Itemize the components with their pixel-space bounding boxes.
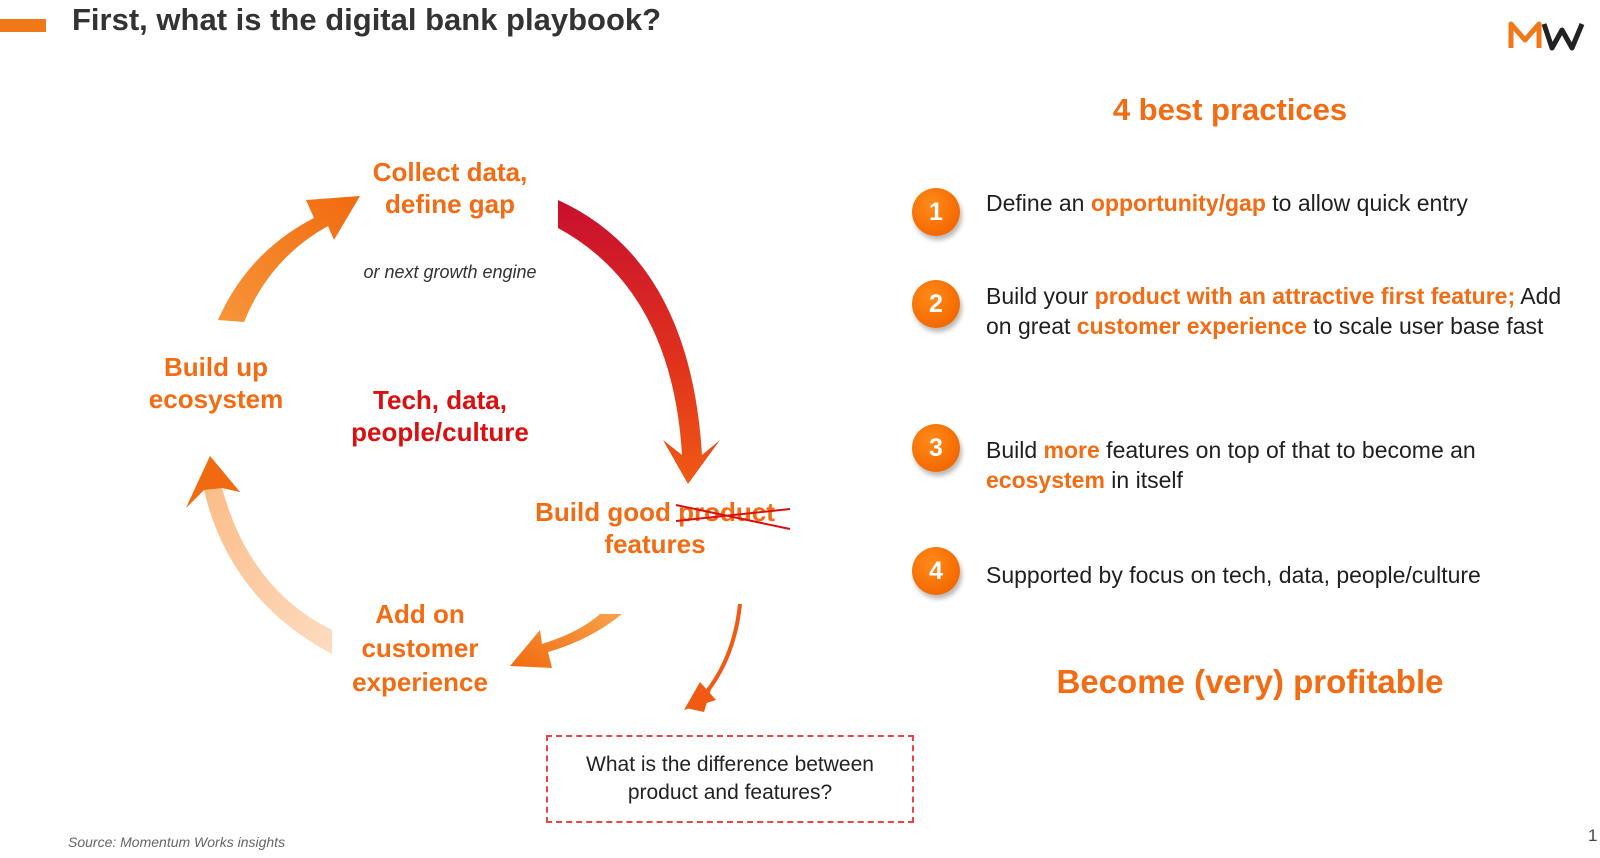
step-collect-subtitle: or next growth engine <box>363 262 537 282</box>
center-line1: Tech, data, <box>373 385 507 415</box>
practice-2-part2: Add on great <box>986 283 1562 340</box>
arrow-ecosystem-to-collect <box>218 196 360 322</box>
practice-text-3: Build more features on top of that to be… <box>986 435 1566 496</box>
practice-number-badge: 2 <box>912 280 960 328</box>
customer-line2: customer <box>361 632 479 663</box>
strikethrough-mark <box>675 504 791 530</box>
cycle-center-label: Tech, data, people/culture <box>320 385 560 448</box>
ecosystem-line2: ecosystem <box>148 383 284 414</box>
practice-2-highlight2: customer experience <box>1076 313 1307 340</box>
struck-word: product <box>675 497 791 530</box>
features-prefix: Build good <box>535 497 679 527</box>
practice-3-highlight1: more <box>1043 437 1100 463</box>
step-collect-line2: define gap <box>384 188 515 219</box>
practice-1-highlight: opportunity/gap <box>1090 190 1266 216</box>
center-line2: people/culture <box>351 416 529 447</box>
momentum-works-logo <box>1508 21 1585 51</box>
practice-2-highlight1: product with an attractive first feature… <box>1094 283 1516 309</box>
arrow-features-to-question <box>698 603 742 702</box>
question-line1: What is the difference between <box>586 752 874 776</box>
step-build-features: Build good product features <box>520 497 791 560</box>
practice-text-1: Define an opportunity/gap to allow quick… <box>986 188 1566 218</box>
practice-number-badge: 4 <box>912 547 960 595</box>
practice-3-part3: in itself <box>1104 467 1183 494</box>
practice-text-2: Build your product with an attractive fi… <box>986 281 1566 342</box>
arrow-collect-to-features <box>558 200 720 484</box>
question-box: What is the difference between product a… <box>546 735 914 823</box>
practice-number-badge: 1 <box>912 188 960 236</box>
practice-1-part2: to allow quick entry <box>1265 190 1468 216</box>
practice-3-highlight2: ecosystem <box>986 467 1105 494</box>
best-practices-title: 4 best practices <box>1112 92 1348 127</box>
ecosystem-line1: Build up <box>164 352 268 382</box>
practice-text-4: Supported by focus on tech, data, people… <box>986 560 1566 590</box>
practice-4-part1: Supported by focus on tech, data, people… <box>986 562 1481 588</box>
practice-3-part2: features on top of that to become an <box>1099 437 1476 463</box>
practice-2-part3: to scale user base fast <box>1306 313 1544 340</box>
customer-line1: Add on <box>375 599 465 629</box>
arrow-customer-to-ecosystem <box>186 456 332 654</box>
page-number: 1 <box>1588 826 1598 845</box>
slide-title: First, what is the digital bank playbook… <box>72 2 662 37</box>
question-line2: product and features? <box>627 781 833 804</box>
step-build-ecosystem: Build up ecosystem <box>126 352 306 415</box>
step-collect-line1: Collect data, <box>372 157 528 187</box>
conclusion-statement: Become (very) profitable <box>1056 663 1444 700</box>
features-line1: Build good product <box>520 497 791 530</box>
practice-number-badge: 3 <box>912 424 960 472</box>
practice-3-part1: Build <box>986 437 1044 463</box>
features-line2: features <box>604 528 706 559</box>
step-customer-experience: Add on customer experience <box>320 598 520 699</box>
practice-1-part1: Define an <box>986 190 1091 216</box>
customer-line3: experience <box>352 666 488 697</box>
practice-2-part1: Build your <box>986 283 1095 309</box>
source-note: Source: Momentum Works insights <box>68 834 286 850</box>
step-collect-data: Collect data, define gap <box>330 157 570 220</box>
title-accent-bar <box>0 19 46 32</box>
arrow-features-to-customer <box>510 614 622 668</box>
